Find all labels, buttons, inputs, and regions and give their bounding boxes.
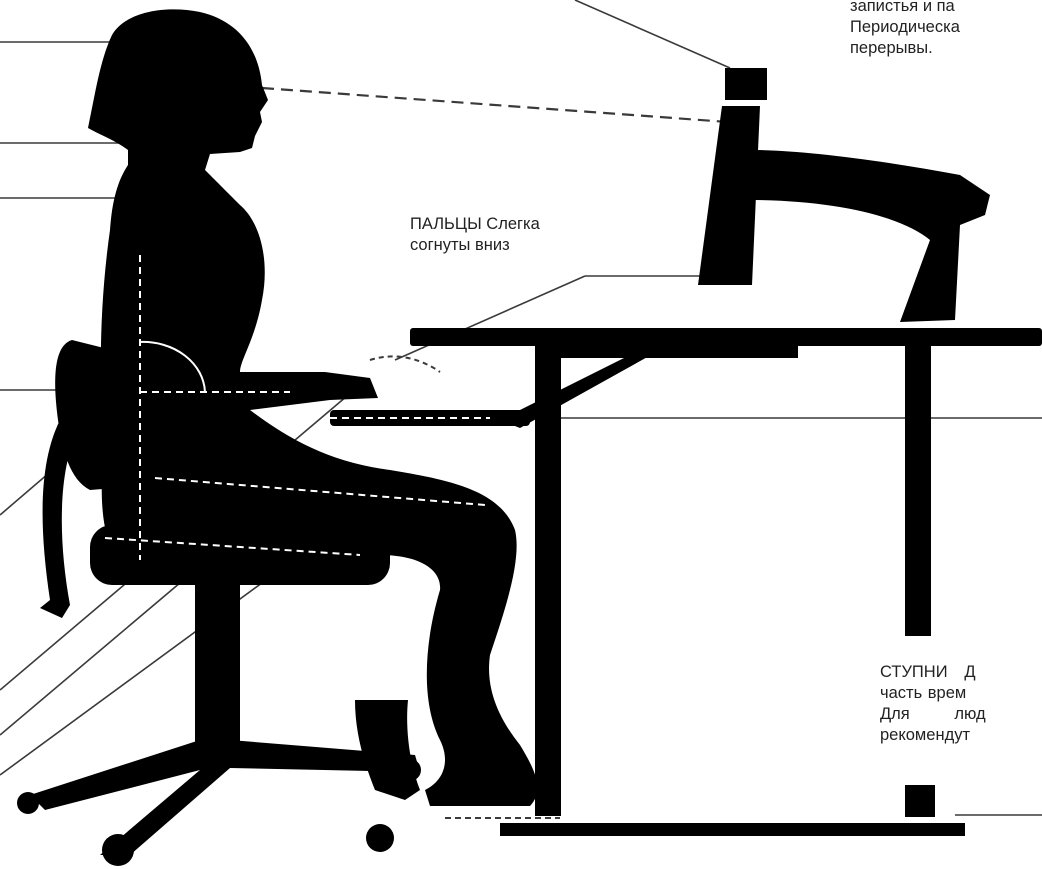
feet-note-line: СТУПНИ Д [880, 662, 986, 683]
person-back-leg [355, 700, 420, 800]
desk-leg-right-foot [905, 785, 935, 817]
feet-note: СТУПНИ Д часть врем Для люд рекомендут [880, 662, 986, 746]
chair-wheel-front [102, 834, 134, 866]
person-silhouette [88, 9, 537, 806]
chair-base [30, 740, 420, 855]
finger-curve-guide [370, 356, 440, 372]
monitor-note: запистья и па Периодическа перерывы. [850, 0, 960, 59]
monitor-note-line: запистья и па [850, 0, 960, 17]
fingers-note-line: согнуты вниз [410, 235, 540, 256]
chair-wheel-back [366, 824, 394, 852]
leader-monitor [575, 0, 730, 68]
monitor-note-line: перерывы. [850, 38, 960, 59]
leader-seat [0, 555, 300, 775]
monitor-top [725, 68, 767, 100]
monitor-note-line: Периодическа [850, 17, 960, 38]
monitor [698, 68, 990, 322]
feet-note-line: часть врем [880, 683, 986, 704]
feet-note-line: рекомендут [880, 725, 986, 746]
desk-top [410, 328, 1042, 346]
person-body [88, 9, 537, 806]
desk [330, 328, 1042, 836]
desk-leg-right [905, 346, 931, 636]
fingers-note-line: ПАЛЬЦЫ Слегка [410, 214, 540, 235]
fingers-note: ПАЛЬЦЫ Слегка согнуты вниз [410, 214, 540, 256]
sight-line [262, 88, 728, 122]
monitor-arm [748, 150, 990, 322]
keyboard-rail [548, 346, 798, 358]
feet-note-line: Для люд [880, 704, 986, 725]
chair-wheel-left [17, 792, 39, 814]
floor-bar [500, 823, 965, 836]
chair-column [195, 580, 240, 750]
